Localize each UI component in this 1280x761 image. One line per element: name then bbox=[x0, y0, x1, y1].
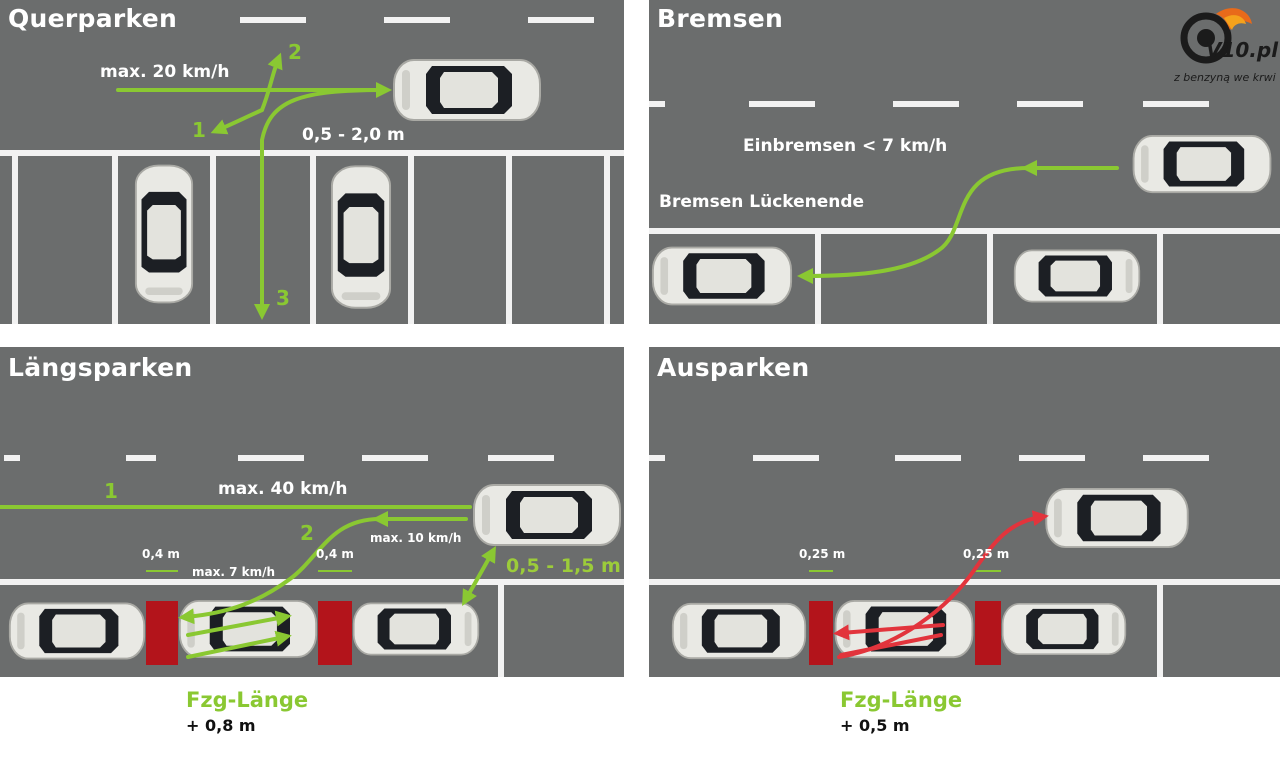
lateral-distance-label: 0,5 - 1,5 m bbox=[506, 555, 621, 577]
lane-dashes bbox=[649, 101, 1209, 107]
laengsparken-diagram bbox=[0, 455, 624, 677]
gap-left-label: 0,25 m bbox=[799, 547, 846, 561]
laengsparken-paths bbox=[0, 505, 496, 659]
step-2: 2 bbox=[288, 40, 302, 64]
lane-dashes bbox=[240, 17, 594, 23]
gap-right-label: 0,25 m bbox=[963, 547, 1010, 561]
step-2: 2 bbox=[300, 521, 314, 545]
car-parked-left bbox=[8, 602, 146, 660]
car-parked-right bbox=[1013, 249, 1141, 303]
panel-title: Längsparken bbox=[8, 353, 193, 382]
speed-main-label: max. 40 km/h bbox=[218, 479, 348, 499]
brake-end-label: Bremsen Lückenende bbox=[659, 192, 865, 212]
gap-block-left bbox=[809, 601, 833, 665]
parking-bay-lines bbox=[0, 579, 624, 677]
car-parked-left bbox=[671, 602, 807, 660]
car-parked-right bbox=[1001, 602, 1127, 656]
laengsparken-footer-value: + 0,8 m bbox=[186, 716, 256, 735]
panel-title: Ausparken bbox=[657, 353, 810, 382]
speed-reverse-label: max. 10 km/h bbox=[370, 531, 462, 545]
gap-block-right bbox=[975, 601, 1001, 665]
ausparken-diagram bbox=[649, 455, 1280, 677]
panel-laengsparken: Längsparken 1 2 max. 40 km/h max. 10 km/… bbox=[0, 347, 624, 677]
speed-gap-label: max. 7 km/h bbox=[192, 565, 276, 579]
brand-tagline: z benzyną we krwi bbox=[1174, 71, 1276, 84]
step-1: 1 bbox=[104, 479, 118, 503]
lane-dashes bbox=[4, 455, 554, 461]
brand-name: V10.pl bbox=[1206, 38, 1279, 62]
brand-logo-icon bbox=[1180, 8, 1252, 64]
gap-right-label: 0,4 m bbox=[316, 547, 354, 561]
querparken-diagram bbox=[0, 17, 624, 324]
ausparken-footer-title: Fzg-Länge bbox=[840, 688, 963, 712]
laengsparken-footer-title: Fzg-Länge bbox=[186, 688, 309, 712]
lane-dashes bbox=[649, 455, 1209, 461]
car-parked-left bbox=[651, 246, 793, 306]
brake-in-label: Einbremsen < 7 km/h bbox=[743, 136, 948, 156]
bremsen-path bbox=[797, 160, 1119, 284]
car-maneuvering bbox=[178, 600, 318, 658]
ausparken-paths bbox=[833, 510, 1049, 659]
panel-querparken: Querparken max. 20 km/h 0,5 - 2,0 m 1 2 … bbox=[0, 0, 624, 324]
car-approaching bbox=[393, 59, 541, 121]
panel-ausparken: Ausparken 0,25 m 0,25 m bbox=[649, 347, 1280, 677]
panel-title: Querparken bbox=[8, 4, 178, 33]
car-parked-right bbox=[330, 165, 392, 309]
gap-left-label: 0,4 m bbox=[142, 547, 180, 561]
step-3: 3 bbox=[276, 286, 290, 310]
car-parked-right bbox=[352, 602, 480, 656]
panel-title: Bremsen bbox=[657, 4, 784, 33]
car-approaching bbox=[473, 484, 621, 546]
car-parked-left bbox=[134, 164, 194, 304]
gap-block-right bbox=[318, 601, 352, 665]
distance-label: 0,5 - 2,0 m bbox=[302, 125, 405, 145]
ausparken-footer-value: + 0,5 m bbox=[840, 716, 910, 735]
car-approaching bbox=[1132, 134, 1272, 194]
step-1: 1 bbox=[192, 118, 206, 142]
speed-label: max. 20 km/h bbox=[100, 62, 230, 82]
panel-bremsen: Bremsen Einbremsen < 7 km/h Bremsen Lück… bbox=[649, 0, 1280, 324]
bremsen-diagram bbox=[649, 101, 1280, 324]
car-leaving bbox=[1045, 487, 1189, 549]
parking-bay-lines bbox=[0, 150, 624, 324]
gap-block-left bbox=[146, 601, 178, 665]
querparken-paths bbox=[116, 52, 392, 320]
